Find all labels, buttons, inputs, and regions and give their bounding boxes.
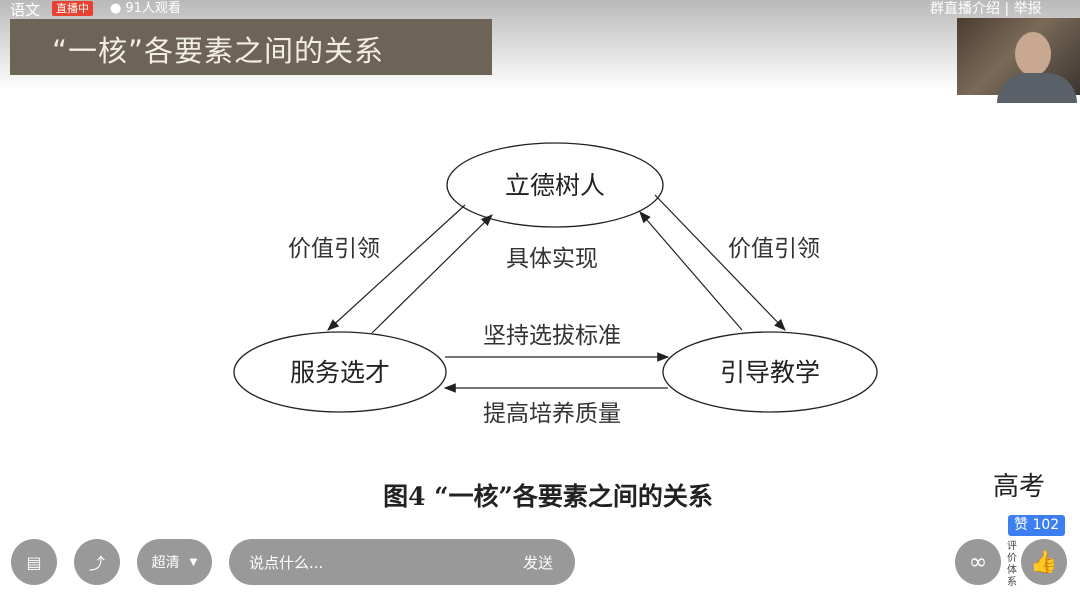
like-count: 赞 102 — [1008, 515, 1066, 536]
quality-select[interactable]: 超清▼ — [137, 539, 212, 585]
document-check-icon: ▤ — [26, 552, 42, 572]
thumbs-up-icon: 👍 — [1030, 549, 1058, 575]
node-left — [233, 331, 447, 413]
label-left-edge: 价值引领 — [288, 236, 380, 262]
notes-button[interactable]: ▤ — [11, 539, 57, 585]
chat-input[interactable]: 说点什么...发送 — [229, 539, 575, 585]
node-top-label: 立德树人 — [505, 171, 605, 200]
label-horizontal-bottom: 提高培养质量 — [483, 401, 621, 427]
intro-link[interactable]: 群直播介绍 — [930, 1, 1000, 17]
rotate-button[interactable]: ⤴ — [74, 539, 120, 585]
rotate-icon: ⤴ — [88, 554, 105, 573]
person-icon: ● — [110, 1, 122, 16]
arrow-right-top — [639, 211, 743, 331]
label-right-edge: 价值引领 — [728, 236, 820, 262]
node-top — [446, 142, 664, 228]
label-center: 具体实现 — [506, 246, 598, 272]
camera-video[interactable] — [957, 18, 1080, 103]
slide-title-bar — [10, 19, 492, 75]
slide-title: “一核”各要素之间的关系 — [52, 34, 385, 68]
viewer-count: ●91人观看 — [110, 1, 181, 16]
link-icon: ∞ — [968, 549, 988, 575]
relationship-diagram: 立德树人 服务选才 引导教学 价值引领 具体实现 价值引领 坚持选拔标准 提高培… — [233, 142, 878, 511]
like-button[interactable]: 👍 — [1021, 539, 1067, 585]
watermark-logo: 高考 — [993, 472, 1046, 502]
label-horizontal-top: 坚持选拔标准 — [483, 323, 621, 349]
live-badge: 直播中 — [52, 1, 93, 16]
node-right-label: 引导教学 — [720, 358, 820, 387]
top-links: 群直播介绍 | 举报 — [930, 1, 1042, 17]
arrow-left-top — [371, 214, 493, 334]
caret-down-icon: ▼ — [189, 556, 198, 568]
share-button[interactable]: ∞ — [955, 539, 1001, 585]
diagram-caption: 图4 “一核”各要素之间的关系 — [383, 482, 713, 511]
watermark-sub: 评价体系 — [1007, 541, 1017, 588]
node-right — [662, 331, 878, 413]
subject-label: 语文 — [10, 1, 41, 19]
arrow-top-left — [327, 204, 466, 331]
arrow-top-right — [654, 194, 786, 331]
node-left-label: 服务选才 — [290, 358, 390, 387]
report-link[interactable]: 举报 — [1013, 1, 1042, 17]
send-button[interactable]: 发送 — [522, 554, 553, 572]
